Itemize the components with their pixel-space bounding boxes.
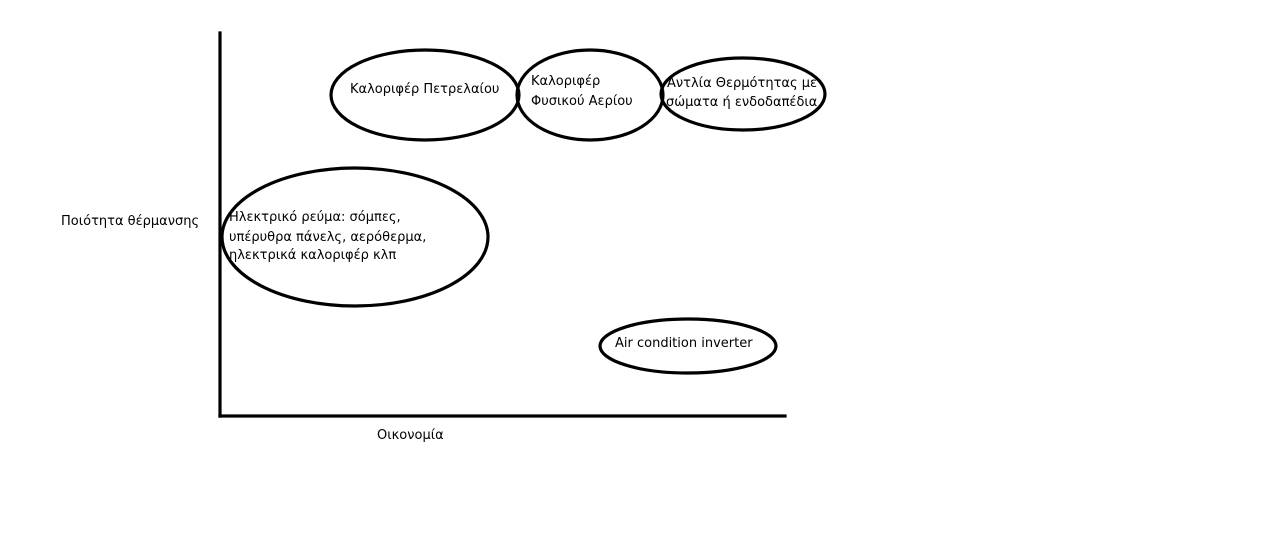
node-gas-label-line-1: Καλοριφέρ bbox=[531, 74, 600, 89]
node-oil-label-line-1: Καλοριφέρ Πετρελαίου bbox=[350, 82, 499, 97]
node-gas-radiator: Καλοριφέρ Φυσικού Αερίου bbox=[515, 48, 665, 142]
node-ac-label-line-1: Air condition inverter bbox=[615, 336, 753, 351]
node-heatpump-ellipse bbox=[659, 56, 827, 132]
node-ac-inverter: Air condition inverter bbox=[598, 317, 778, 375]
x-axis-label: Οικονομία bbox=[377, 428, 444, 443]
node-heat-pump: Αντλία Θερμότητας με σώματα ή ενδοδαπέδι… bbox=[659, 56, 827, 132]
node-gas-label-line-2: Φυσικού Αερίου bbox=[531, 94, 633, 109]
node-electric-ellipse bbox=[220, 166, 490, 308]
node-oil-radiator: Καλοριφέρ Πετρελαίου bbox=[329, 48, 521, 142]
node-gas-ellipse bbox=[515, 48, 665, 142]
y-axis-label: Ποιότητα θέρμανσης bbox=[61, 214, 199, 229]
node-ac-ellipse bbox=[598, 317, 778, 375]
node-heatpump-label-line-1: Αντλία Θερμότητας με bbox=[667, 76, 817, 91]
node-electric-heating: Ηλεκτρικό ρεύμα: σόμπες, υπέρυθρα πάνελς… bbox=[220, 166, 490, 308]
node-electric-label-line-2: υπέρυθρα πάνελς, αερόθερμα, bbox=[229, 230, 426, 245]
node-oil-ellipse bbox=[329, 48, 521, 142]
node-electric-label-line-1: Ηλεκτρικό ρεύμα: σόμπες, bbox=[229, 210, 401, 225]
node-electric-label-line-3: ηλεκτρικά καλοριφέρ κλπ bbox=[229, 248, 396, 263]
node-heatpump-label-line-2: σώματα ή ενδοδαπέδια bbox=[666, 95, 817, 110]
